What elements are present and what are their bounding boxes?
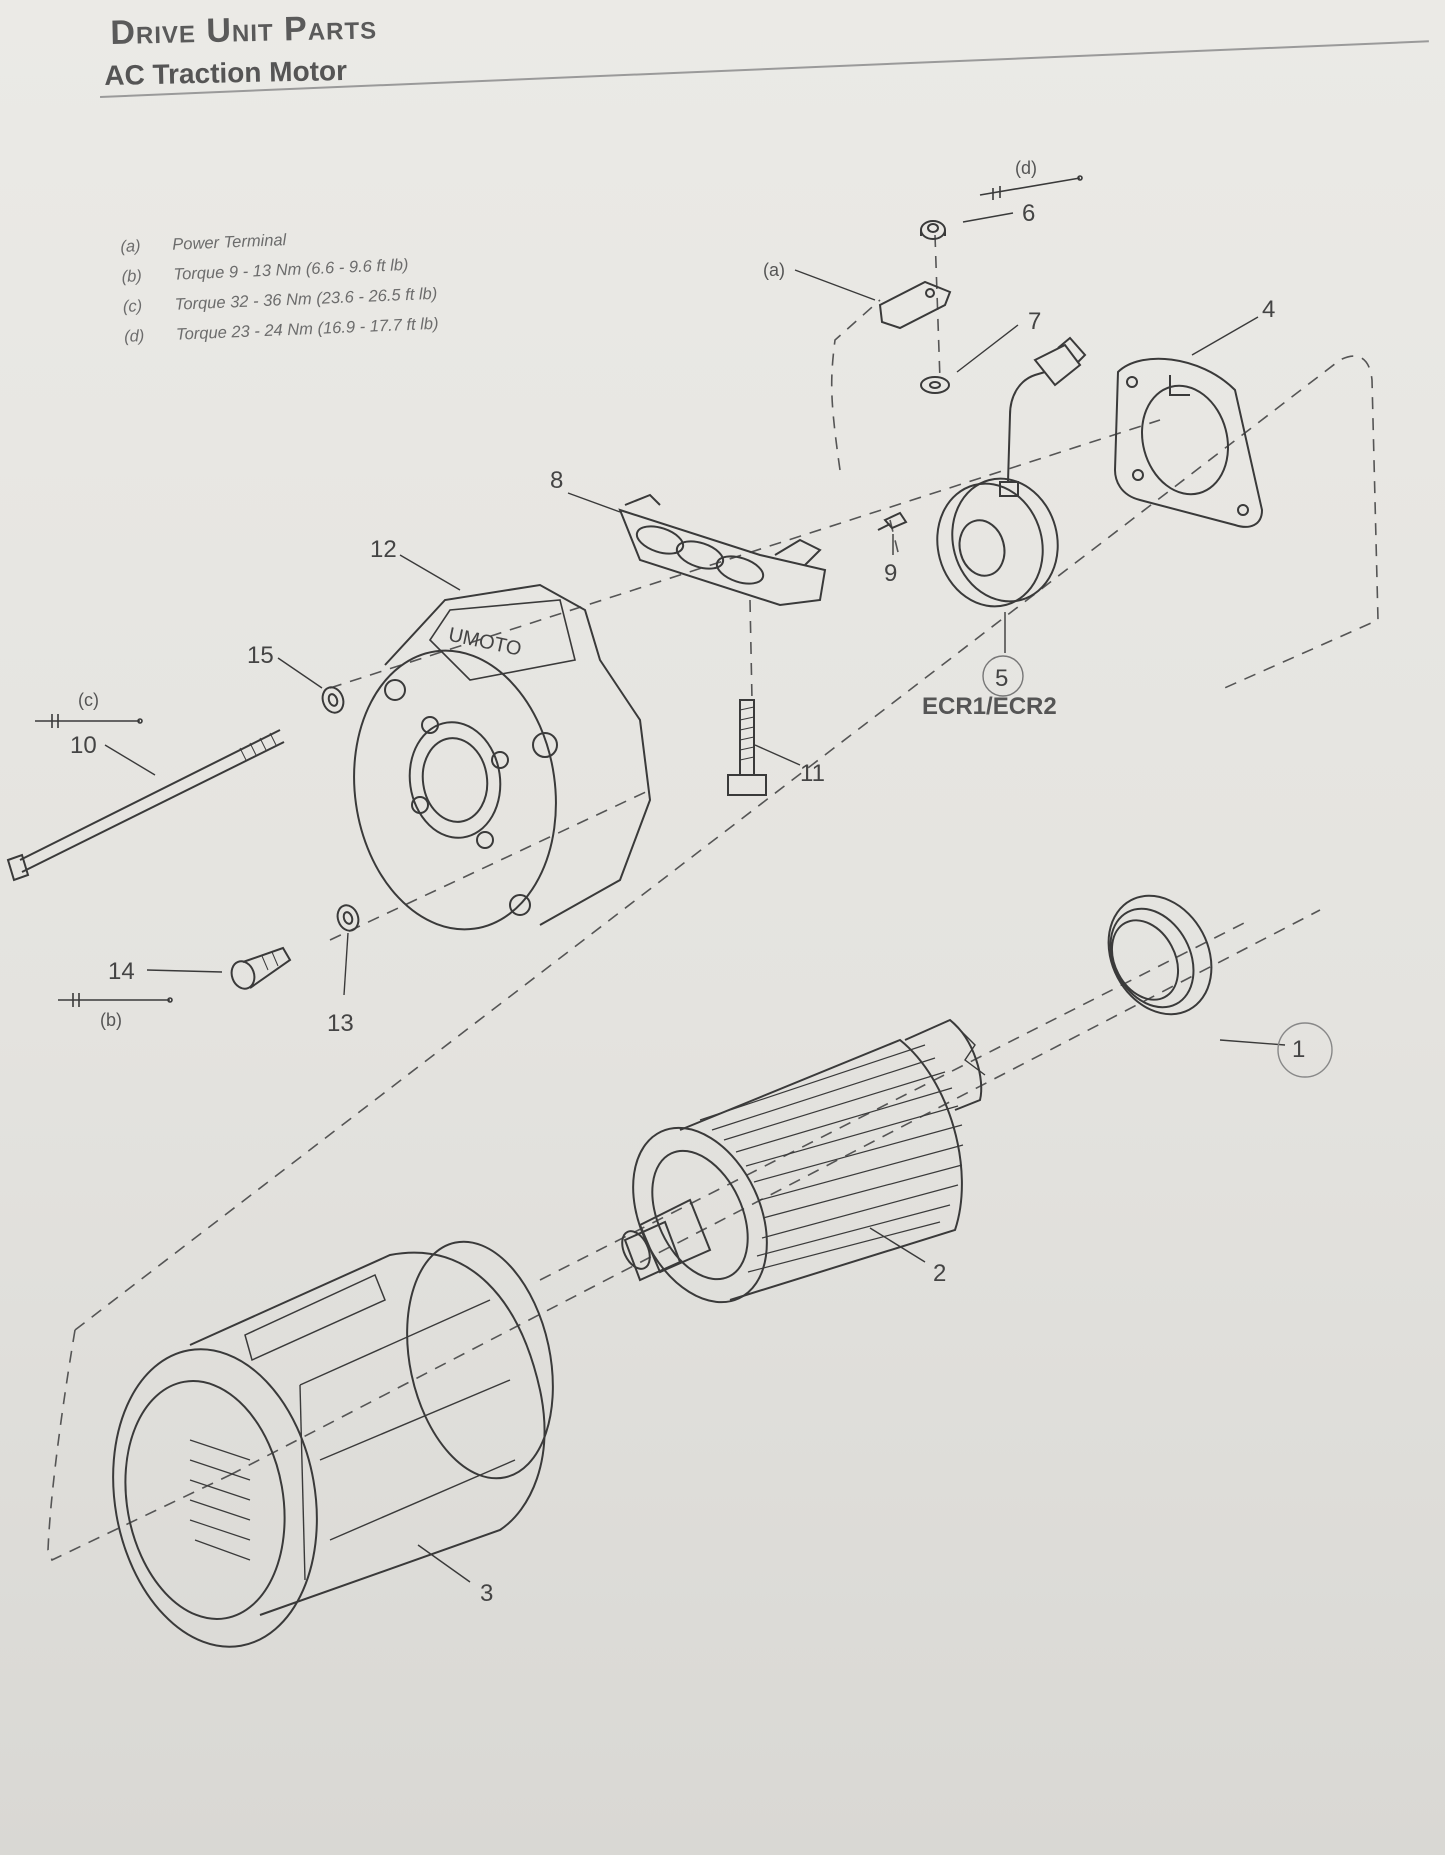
callout-11: 11 bbox=[800, 760, 825, 787]
part-14-socket-screw bbox=[230, 946, 292, 990]
callout-a: (a) bbox=[763, 260, 785, 280]
torque-wrench-icon bbox=[35, 714, 143, 728]
callout-1: 1 bbox=[1292, 1036, 1306, 1063]
part-3-stator-housing bbox=[112, 1240, 554, 1648]
part-9-screw bbox=[877, 511, 908, 531]
part-8-terminal-block bbox=[618, 493, 827, 607]
part-12-end-bracket bbox=[353, 583, 652, 931]
part-6-nut bbox=[920, 220, 946, 240]
callout-6: 6 bbox=[1022, 200, 1036, 227]
callout-4: 4 bbox=[1262, 296, 1276, 323]
callout-14: 14 bbox=[108, 958, 135, 985]
part-5-speed-sensor bbox=[936, 336, 1087, 608]
callout-d: (d) bbox=[1015, 158, 1037, 178]
callout-circle bbox=[982, 655, 1024, 697]
part-7-washer bbox=[920, 376, 950, 394]
part-1-seal bbox=[1107, 894, 1213, 1016]
callout-circle bbox=[1277, 1022, 1333, 1078]
part-11-bolt bbox=[727, 699, 767, 796]
callout-5: 5 bbox=[995, 665, 1009, 692]
part-2-rotor bbox=[621, 1018, 986, 1304]
callout-7: 7 bbox=[1028, 308, 1042, 335]
callout-12: 12 bbox=[370, 536, 397, 563]
callout-8: 8 bbox=[550, 467, 564, 494]
torque-wrench-icon bbox=[58, 993, 173, 1007]
power-terminal-a bbox=[878, 280, 952, 330]
torque-wrench-icon bbox=[979, 175, 1083, 200]
callout-15: 15 bbox=[247, 642, 274, 669]
part-13-washer bbox=[336, 904, 360, 932]
callout-9: 9 bbox=[884, 560, 898, 587]
callout-2: 2 bbox=[933, 1260, 947, 1287]
assembly-centerlines bbox=[47, 234, 1379, 1562]
callout-c: (c) bbox=[78, 690, 99, 710]
callout-leaders bbox=[104, 212, 1286, 1583]
part-10-tie-rod bbox=[6, 729, 285, 882]
part-15-washer bbox=[321, 686, 345, 714]
sensor-variant-label: ECR1/ECR2 bbox=[922, 693, 1057, 720]
callout-3: 3 bbox=[480, 1580, 494, 1607]
callout-13: 13 bbox=[327, 1010, 354, 1037]
callout-b: (b) bbox=[100, 1010, 122, 1030]
callout-10: 10 bbox=[70, 732, 97, 759]
part-4-mounting-plate bbox=[1113, 357, 1264, 528]
